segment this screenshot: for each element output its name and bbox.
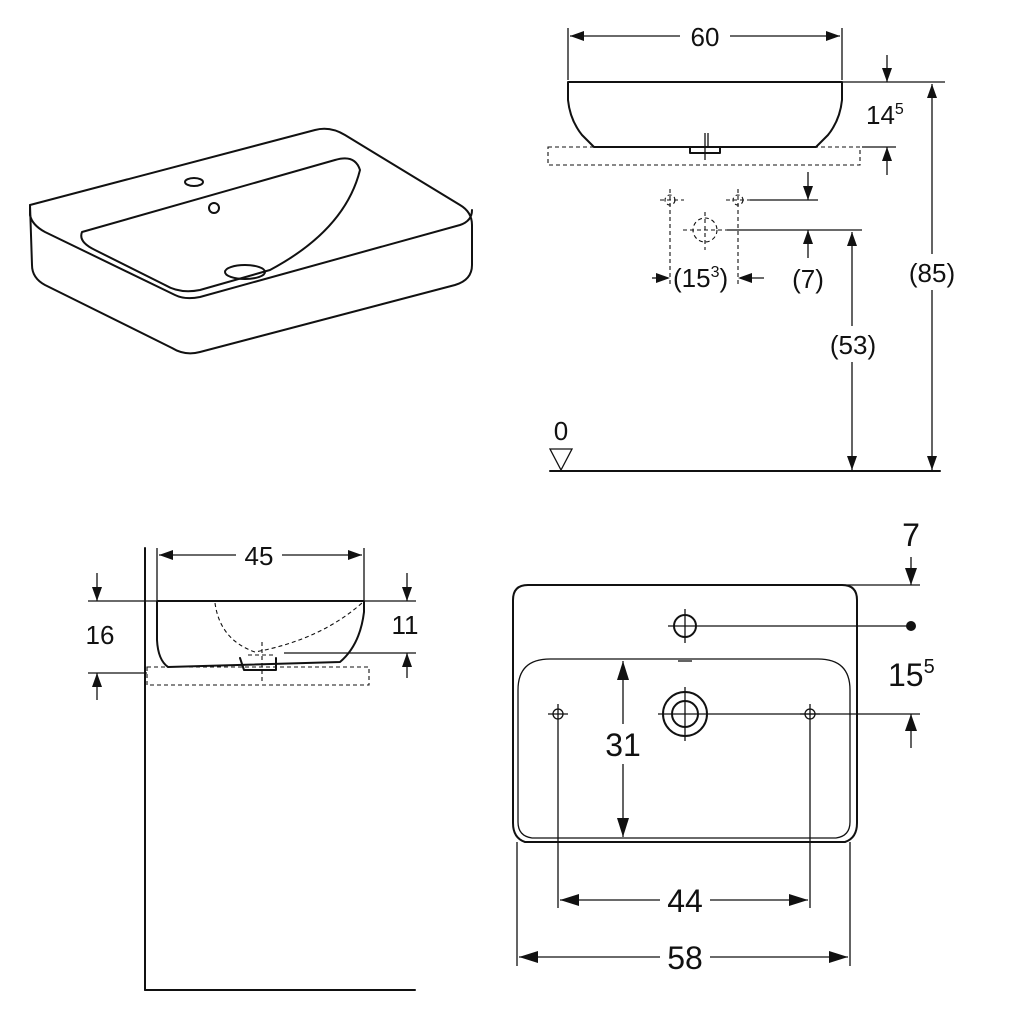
svg-text:(153): (153) [673,263,728,293]
dim-plan-waste-offset-sup: 5 [924,656,935,678]
dim-tap-spacing-sup: 3 [711,264,720,281]
dim-tap-spacing-close: ) [719,263,728,293]
dim-plan-fixing-spacing: 44 [667,883,703,919]
front-view: 60 145 (153) (7) [547,20,960,472]
dim-front-rim-height-sup: 5 [895,101,904,118]
dim-plan-tap-offset: 7 [902,517,920,553]
dim-plan-width: 58 [667,940,703,976]
dim-front-rim-height: 14 [866,100,895,130]
dim-floor-level: 0 [554,416,568,446]
isometric-view [29,127,473,355]
plan-view: 7 155 31 44 58 [512,517,935,976]
dim-plan-bowl-depth: 31 [605,727,641,763]
dim-side-total-height: 16 [86,620,115,650]
dim-overall-height: (85) [909,258,955,288]
side-view: 45 16 11 [86,538,419,991]
dim-tap-offset: (7) [792,264,824,294]
dim-waste-height: (53) [830,330,876,360]
dim-side-depth: 45 [245,541,274,571]
dim-front-width: 60 [691,22,720,52]
svg-text:145: 145 [866,100,904,130]
dim-side-bowl-height: 11 [392,610,419,640]
dim-tap-spacing: (15 [673,263,711,293]
dim-plan-waste-offset: 15 [888,657,924,693]
svg-text:155: 155 [888,656,935,693]
